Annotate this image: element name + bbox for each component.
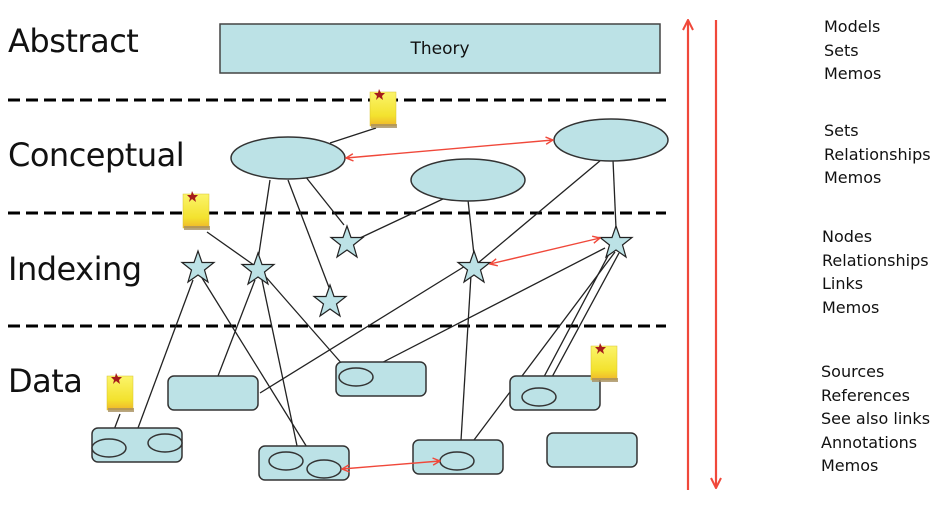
side-item: Models [824,17,881,36]
data-box-7 [546,432,638,468]
side-list-indexing: Nodes Relationships Links Memos [822,225,929,319]
relationship-arrow-data [342,461,440,469]
relationship-arrow-concepts [346,140,553,158]
concept-ellipse-2 [410,158,526,202]
side-item: Memos [821,456,879,475]
side-item: Relationships [824,144,931,164]
side-item: See also links [821,409,931,428]
index-star-3 [330,225,364,258]
theory-label: Theory [409,39,469,59]
memo-icon [182,190,211,231]
side-item: Sets [824,40,859,60]
side-item: References [821,385,910,405]
side-list-data: Sources References See also links Annota… [821,360,930,478]
connector-lines [108,127,620,466]
level-label-indexing: Indexing [8,250,142,288]
side-item: Relationships [822,250,929,270]
memo-icon [369,88,398,129]
level-label-conceptual: Conceptual [8,136,185,174]
data-box-1 [167,375,259,411]
side-item: Links [822,274,864,293]
side-item: Nodes [822,227,873,246]
side-item: Annotations [821,432,918,452]
side-list-conceptual: Sets Relationships Memos [824,119,931,190]
concept-ellipse-3 [553,118,669,162]
index-star-5 [457,250,491,283]
theory-box [219,23,661,74]
level-label-abstract: Abstract [8,22,139,60]
concept-ellipse-1 [230,136,346,180]
index-star-1 [181,250,215,283]
side-item: Memos [824,64,882,83]
memo-icon [106,372,135,413]
side-item: Memos [824,168,882,187]
side-item: Sources [821,362,885,381]
index-star-4 [313,284,347,317]
index-star-6 [599,225,633,258]
side-item: Sets [824,121,859,140]
side-item: Memos [822,297,880,317]
memo-icon [590,342,619,383]
level-label-data: Data [8,362,83,400]
side-list-abstract: Models Sets Memos [824,15,881,86]
data-segments [91,367,557,479]
relationship-arrow-indexes [490,238,600,264]
index-star-2 [241,252,275,285]
